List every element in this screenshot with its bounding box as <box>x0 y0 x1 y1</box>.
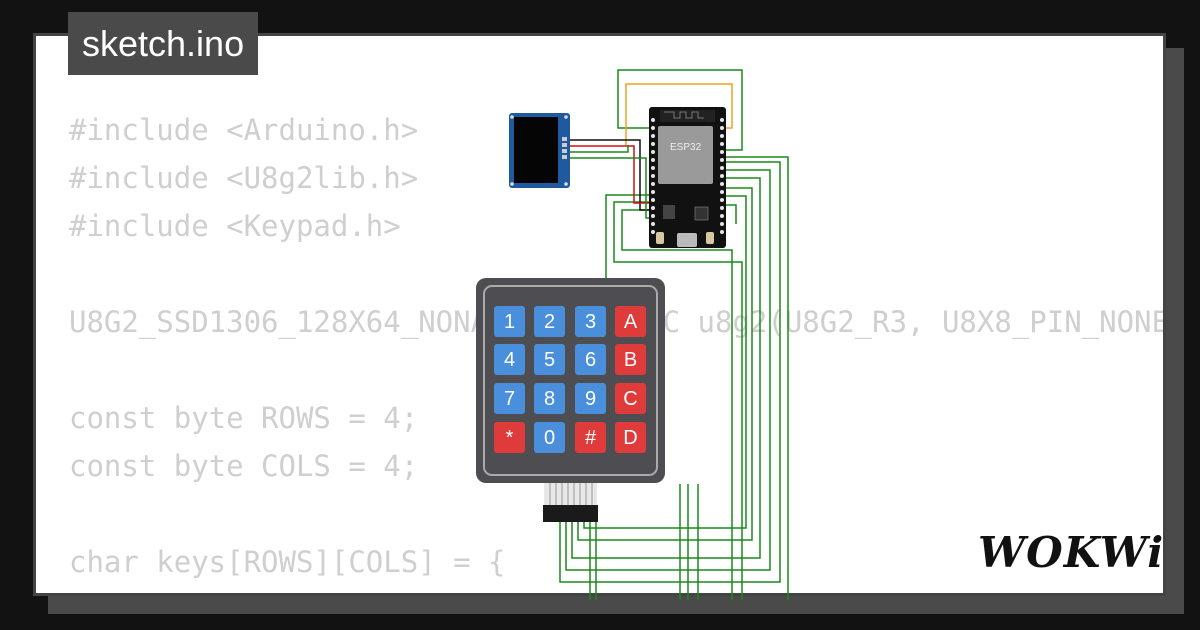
code-line: #include <Arduino.h> <box>69 113 419 147</box>
code-background: #include <Arduino.h> #include <U8g2lib.h>… <box>69 106 1163 593</box>
keypad-key-#[interactable] <box>575 422 606 453</box>
keypad-key-label: # <box>585 427 597 449</box>
keypad-key-2[interactable] <box>534 306 565 337</box>
keypad-key-4[interactable] <box>494 344 525 375</box>
code-line: char keys[ROWS][COLS] = { <box>69 545 506 579</box>
keypad-key-3[interactable] <box>575 306 606 337</box>
code-line: #include <U8g2lib.h> <box>69 161 419 195</box>
keypad-key-label: 2 <box>544 311 555 333</box>
keypad-key-0[interactable] <box>534 422 565 453</box>
keypad-key-label: * <box>506 427 514 449</box>
keypad-key-A[interactable] <box>615 306 646 337</box>
keypad-key-1[interactable] <box>494 306 525 337</box>
keypad-key-7[interactable] <box>494 383 525 414</box>
keypad-key-label: 3 <box>585 311 596 333</box>
keypad-key-9[interactable] <box>575 383 606 414</box>
keypad-key-label: C <box>623 388 637 410</box>
code-line: #include <Keypad.h> <box>69 209 401 243</box>
keypad-key-label: D <box>623 427 637 449</box>
wire-orange <box>625 83 733 145</box>
keypad-key-5[interactable] <box>534 344 565 375</box>
keypad[interactable]: 1 2 3 A 4 5 6 B 7 8 9 C * 0 # D <box>476 278 665 522</box>
wokwi-logo: WOKWi <box>978 528 1165 577</box>
esp32-pins-right <box>720 118 724 234</box>
keypad-key-6[interactable] <box>575 344 606 375</box>
esp32-pins-left <box>651 118 655 234</box>
esp32-board[interactable]: ESP32 <box>649 107 726 248</box>
code-line: const byte ROWS = 4; <box>69 401 419 435</box>
keypad-key-C[interactable] <box>615 383 646 414</box>
keypad-key-label: 8 <box>544 388 555 410</box>
keypad-key-D[interactable] <box>615 422 646 453</box>
keypad-key-label: 5 <box>544 349 555 371</box>
keypad-key-*[interactable] <box>494 422 525 453</box>
keypad-keys: 1 2 3 A 4 5 6 B 7 8 9 C * 0 # D <box>494 306 646 453</box>
keypad-key-label: 1 <box>504 311 515 333</box>
keypad-key-label: B <box>624 349 637 371</box>
keypad-connector <box>543 505 598 522</box>
keypad-key-label: 4 <box>504 349 515 371</box>
wires-green <box>559 69 789 600</box>
code-line: const byte COLS = 4; <box>69 449 419 483</box>
keypad-key-label: 9 <box>585 388 596 410</box>
oled-display[interactable] <box>509 113 570 188</box>
keypad-key-label: A <box>624 311 638 333</box>
keypad-key-label: 7 <box>504 388 515 410</box>
sketch-filename-tab[interactable]: sketch.ino <box>68 12 259 75</box>
keypad-key-B[interactable] <box>615 344 646 375</box>
esp32-label: ESP32 <box>670 142 702 153</box>
wires-display <box>567 139 649 219</box>
keypad-key-label: 6 <box>585 349 596 371</box>
keypad-key-label: 0 <box>544 427 555 449</box>
keypad-key-8[interactable] <box>534 383 565 414</box>
